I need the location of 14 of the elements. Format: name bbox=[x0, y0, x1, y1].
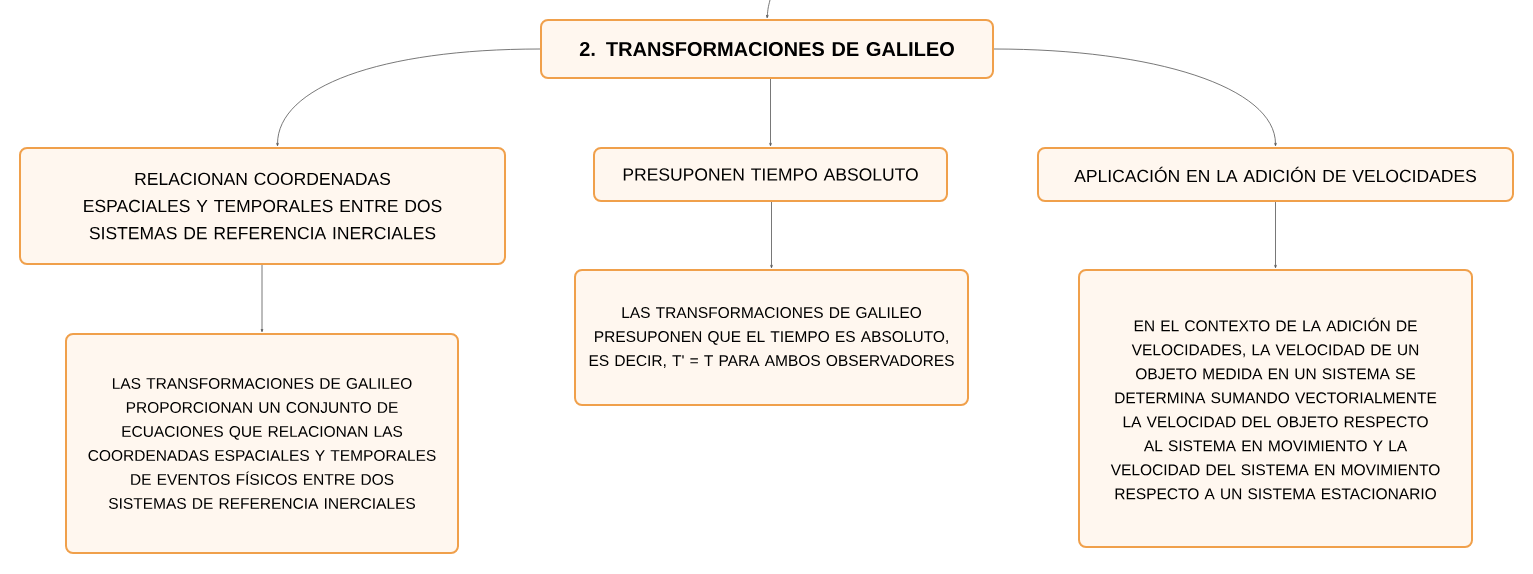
concept-box: PRESUPONEN TIEMPO ABSOLUTO bbox=[593, 147, 948, 202]
concept-box: LAS TRANSFORMACIONES DE GALILEO PRESUPONEN QUE EL TIEMPO ES ABSOLUTO, ES DECIR, T' = T PARA AMBOS OBSERVADORES bbox=[574, 269, 969, 406]
arrow bbox=[769, 78, 772, 147]
arrow bbox=[770, 201, 773, 269]
concept-box: RELACIONAN COORDENADAS ESPACIALES Y TEMPORALES ENTRE DOS SISTEMAS DE REFERENCIA INERCIALES bbox=[19, 147, 506, 265]
arrow bbox=[766, 0, 771, 19]
concept-box: APLICACIÓN EN LA ADICIÓN DE VELOCIDADES bbox=[1037, 147, 1514, 202]
arrow bbox=[993, 48, 1277, 147]
title-box: 2. TRANSFORMACIONES DE GALILEO bbox=[540, 19, 994, 79]
concept-box: EN EL CONTEXTO DE LA ADICIÓN DE VELOCIDADES, LA VELOCIDAD DE UN OBJETO MEDIDA EN UN SISTEMA SE DETERMINA SUMANDO VECTORIALMENTE LA VELOCIDAD DEL OBJETO RESPECTO AL SISTEMA EN MOVIMIENTO Y LA VELOCIDAD DEL SISTEMA EN MOVIMIENTO RESPECTO A UN SISTEMA ESTACIONARIO bbox=[1078, 269, 1473, 548]
arrow bbox=[276, 48, 541, 147]
concept-box: LAS TRANSFORMACIONES DE GALILEO PROPORCIONAN UN CONJUNTO DE ECUACIONES QUE RELACIONAN LAS COORDENADAS ESPACIALES Y TEMPORALES DE EVENTOS FÍSICOS ENTRE DOS SISTEMAS DE REFERENCIA INERCIALES bbox=[65, 333, 459, 554]
arrow bbox=[1274, 201, 1277, 269]
arrow bbox=[260, 264, 264, 333]
